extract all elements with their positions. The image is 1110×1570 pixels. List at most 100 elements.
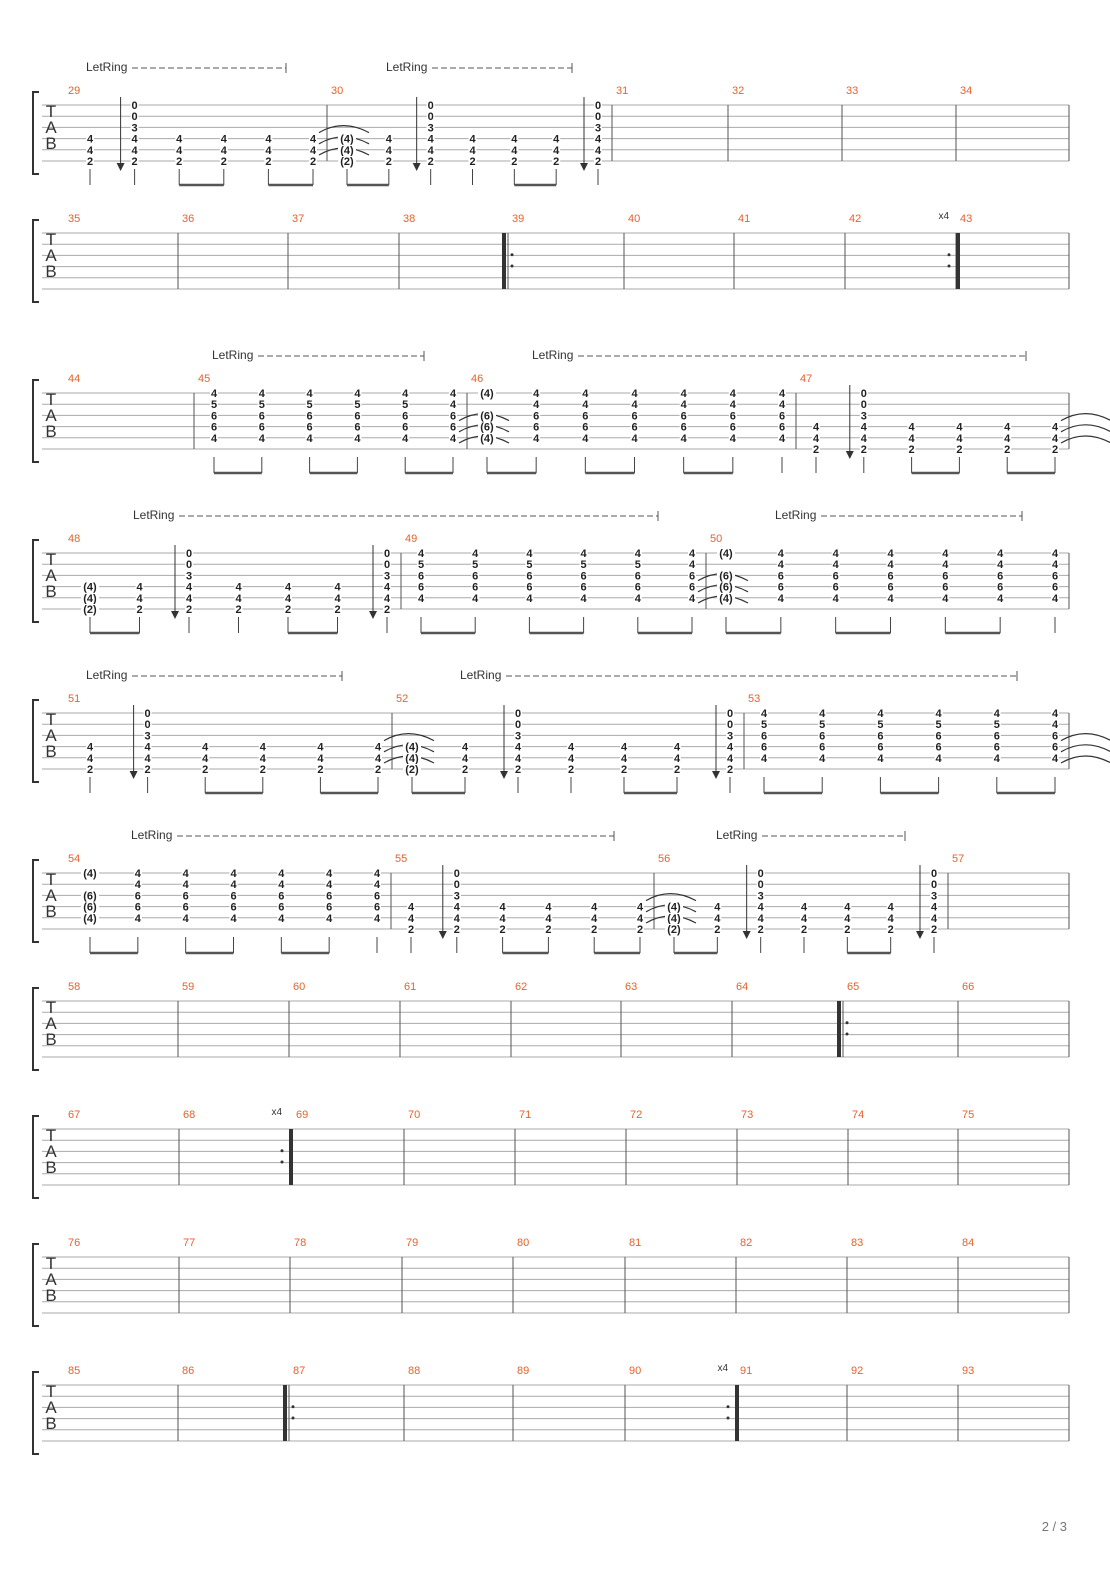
chord-beat: (4)(6)(6)(4) (478, 388, 496, 473)
measure-number: 93 (962, 1365, 974, 1377)
fret-mask (886, 548, 895, 558)
chord-beat: 442 (374, 733, 435, 793)
repeat-dot (845, 1032, 849, 1036)
fret-mask (316, 741, 325, 752)
let-ring-label: LetRing (86, 60, 127, 74)
fret-number: 2 (621, 764, 627, 776)
tie-arc (1060, 744, 1110, 753)
fret-number: 4 (136, 593, 143, 605)
fret-number: 0 (454, 879, 460, 891)
fret-mask (257, 388, 266, 398)
fret-number: 4 (582, 399, 589, 411)
fret-mask (201, 741, 210, 752)
measure-number: 51 (68, 693, 80, 705)
fret-mask (277, 890, 286, 901)
fret-number: 5 (211, 399, 217, 411)
fret-number: 6 (402, 410, 408, 422)
chord-beat: 442 (590, 901, 599, 953)
fret-number: 4 (681, 388, 688, 400)
strum-down-arrow-icon (580, 163, 588, 171)
fret-number: 2 (87, 156, 93, 168)
repeat-thick-bar (502, 233, 506, 289)
fret-number: 4 (418, 593, 425, 605)
fret-mask (876, 730, 885, 741)
fret-number: 4 (1052, 593, 1059, 605)
fret-mask (277, 868, 286, 878)
fret-mask (461, 752, 469, 763)
fret-mask (185, 559, 193, 570)
fret-mask (679, 410, 688, 421)
fret-number: 6 (472, 570, 478, 582)
fret-number: 4 (689, 559, 696, 571)
chord-beat: 442 (955, 421, 964, 473)
fret-mask (219, 133, 228, 144)
fret-number: 6 (259, 410, 265, 422)
tie-arc (1060, 413, 1110, 422)
repeat-dot (280, 1160, 284, 1164)
fret-mask (426, 156, 435, 166)
chord-beat: 442 (264, 133, 273, 185)
fret-number: 4 (994, 708, 1001, 720)
fret-mask (86, 741, 94, 752)
fret-number: 4 (135, 868, 142, 880)
fret-mask (717, 570, 735, 581)
fret-mask (325, 912, 334, 923)
fret-number: 4 (674, 753, 681, 765)
fret-mask (309, 156, 317, 166)
fret-mask (514, 752, 522, 763)
fret-mask (383, 592, 391, 603)
fret-mask (579, 581, 588, 592)
fret-number: 0 (861, 388, 867, 400)
fret-number: 4 (758, 913, 765, 925)
fret-number: 4 (317, 742, 324, 754)
chord-beat: 442 (673, 741, 681, 793)
fret-number: 2 (861, 444, 867, 456)
fret-number: 4 (511, 134, 518, 146)
fret-number: 2 (591, 924, 597, 936)
fret-mask (1051, 752, 1059, 763)
chord-beat: 442 (201, 741, 210, 793)
fret-number: 2 (285, 604, 291, 616)
fret-mask (468, 133, 477, 144)
fret-mask (532, 388, 541, 398)
fret-mask (728, 410, 737, 421)
fret-number: 4 (761, 708, 768, 720)
chord-beat: 442 (812, 421, 820, 473)
measure-number: 38 (403, 213, 415, 225)
chord-beat: 442 (620, 741, 628, 793)
fret-mask (818, 752, 827, 763)
fret-number: 4 (888, 902, 895, 914)
fret-number: 4 (454, 902, 461, 914)
fret-number: 2 (221, 156, 227, 168)
fret-mask (353, 410, 362, 421)
fret-mask (992, 708, 1001, 718)
measure-number: 49 (405, 533, 417, 545)
chord-beat: 442 (567, 741, 575, 793)
fret-mask (996, 570, 1005, 581)
fret-mask (401, 399, 410, 410)
fret-mask (305, 432, 314, 443)
fret-mask (383, 581, 391, 592)
fret-mask (859, 421, 868, 432)
measure-number: 31 (616, 85, 628, 97)
fret-mask (934, 708, 943, 718)
fret-mask (471, 559, 480, 570)
fret-mask (210, 388, 218, 398)
fret-mask (525, 581, 534, 592)
fret-mask (1051, 559, 1059, 570)
fret-number: 2 (844, 924, 850, 936)
fret-number: 4 (931, 913, 938, 925)
fret-mask (934, 719, 943, 730)
fret-mask (544, 912, 553, 923)
fret-mask (264, 156, 273, 166)
fret-mask (426, 111, 435, 122)
fret-mask (461, 764, 469, 774)
chord-beat: 442 (135, 581, 144, 633)
